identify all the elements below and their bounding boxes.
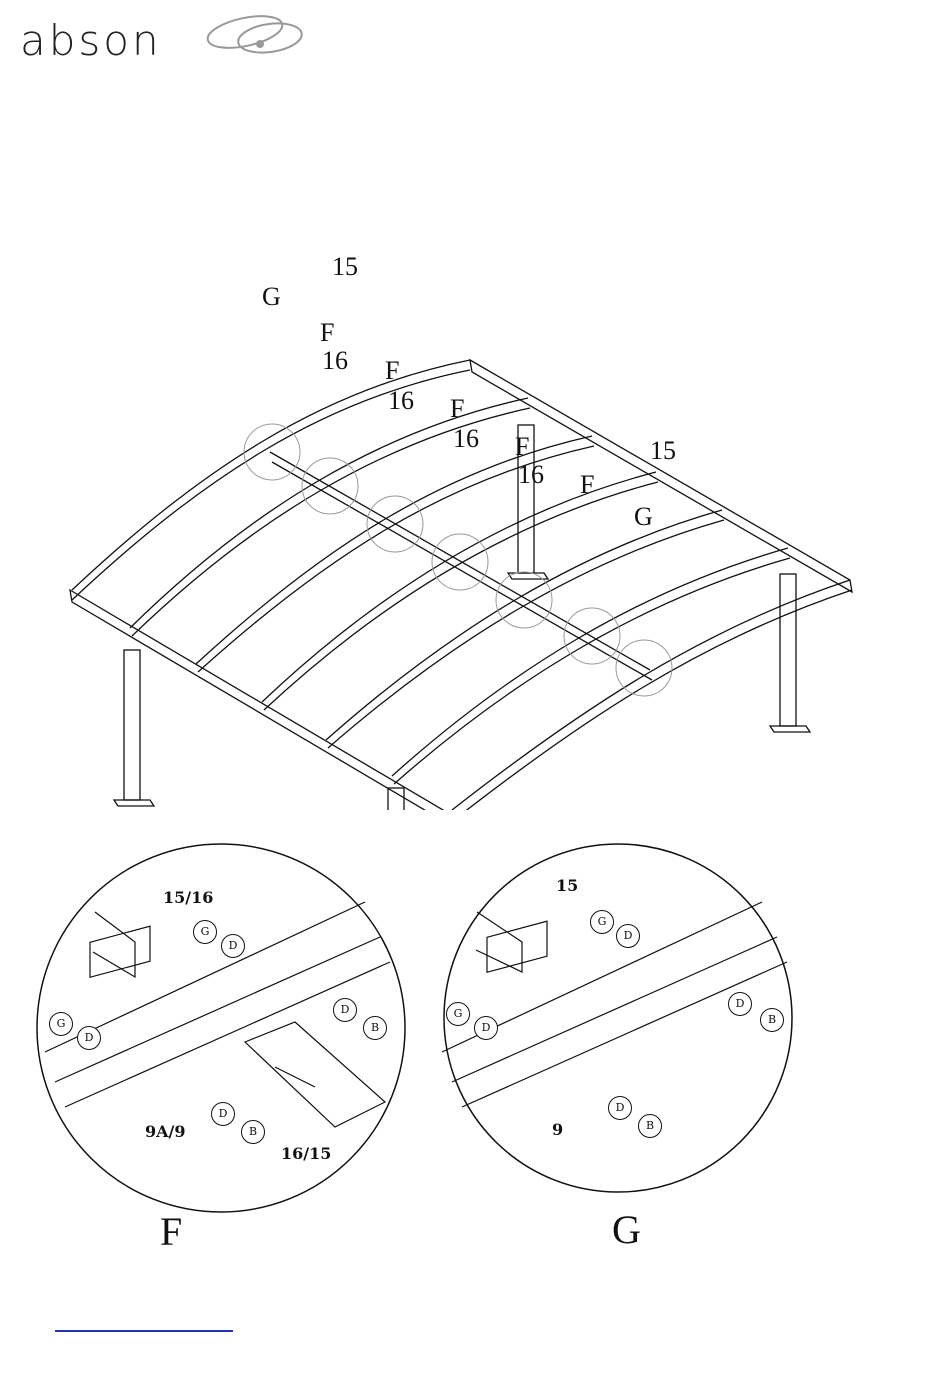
detail-g-label-top: 15 <box>556 876 578 895</box>
callout-f: F <box>580 470 594 500</box>
footer-link[interactable] <box>55 1310 233 1332</box>
part-marker: B <box>638 1114 662 1138</box>
post-front-left <box>124 650 140 800</box>
callout-f: F <box>385 356 399 386</box>
part-marker: D <box>211 1102 235 1126</box>
post-back-right <box>780 574 796 726</box>
part-marker: D <box>728 992 752 1016</box>
detail-g: 15 9 G D G D D B D B <box>432 842 804 1198</box>
rafter-4 <box>262 472 656 702</box>
carport-assembly-drawing <box>0 170 950 810</box>
callout-f: F <box>320 318 334 348</box>
rafter-6 <box>392 548 788 776</box>
brand-name: abson <box>20 16 162 65</box>
detail-f: 15/16 9A/9 16/15 G D G D D B D B <box>35 842 407 1214</box>
front-beam <box>70 590 462 810</box>
callout-15: 15 <box>650 436 676 466</box>
detail-g-label-beam: 9 <box>552 1120 563 1139</box>
callout-15: 15 <box>332 252 358 282</box>
part-marker: B <box>363 1016 387 1040</box>
rafter-5 <box>326 510 722 740</box>
callout-16: 16 <box>453 424 479 454</box>
callout-f: F <box>450 394 464 424</box>
part-marker: D <box>616 924 640 948</box>
part-marker: D <box>474 1016 498 1040</box>
post-front-right <box>388 788 404 810</box>
part-marker: G <box>193 920 217 944</box>
callout-f: F <box>515 432 529 462</box>
callout-g: G <box>634 502 653 532</box>
detail-g-title: G <box>612 1206 641 1253</box>
part-marker: D <box>333 998 357 1022</box>
detail-f-label-top: 15/16 <box>163 888 213 907</box>
part-marker: G <box>49 1012 73 1036</box>
part-marker: B <box>241 1120 265 1144</box>
brand-logo: abson <box>20 10 310 70</box>
detail-f-label-bottom: 16/15 <box>281 1144 331 1163</box>
callout-16: 16 <box>388 386 414 416</box>
part-marker: G <box>446 1002 470 1026</box>
detail-f-label-beam: 9A/9 <box>145 1122 186 1141</box>
callout-16: 16 <box>322 346 348 376</box>
part-marker: G <box>590 910 614 934</box>
part-marker: B <box>760 1008 784 1032</box>
part-marker: D <box>77 1026 101 1050</box>
part-marker: D <box>608 1096 632 1120</box>
detail-f-title: F <box>160 1208 182 1255</box>
callout-g: G <box>262 282 281 312</box>
part-marker: D <box>221 934 245 958</box>
logo-rings-icon <box>200 10 320 60</box>
callout-16: 16 <box>518 460 544 490</box>
